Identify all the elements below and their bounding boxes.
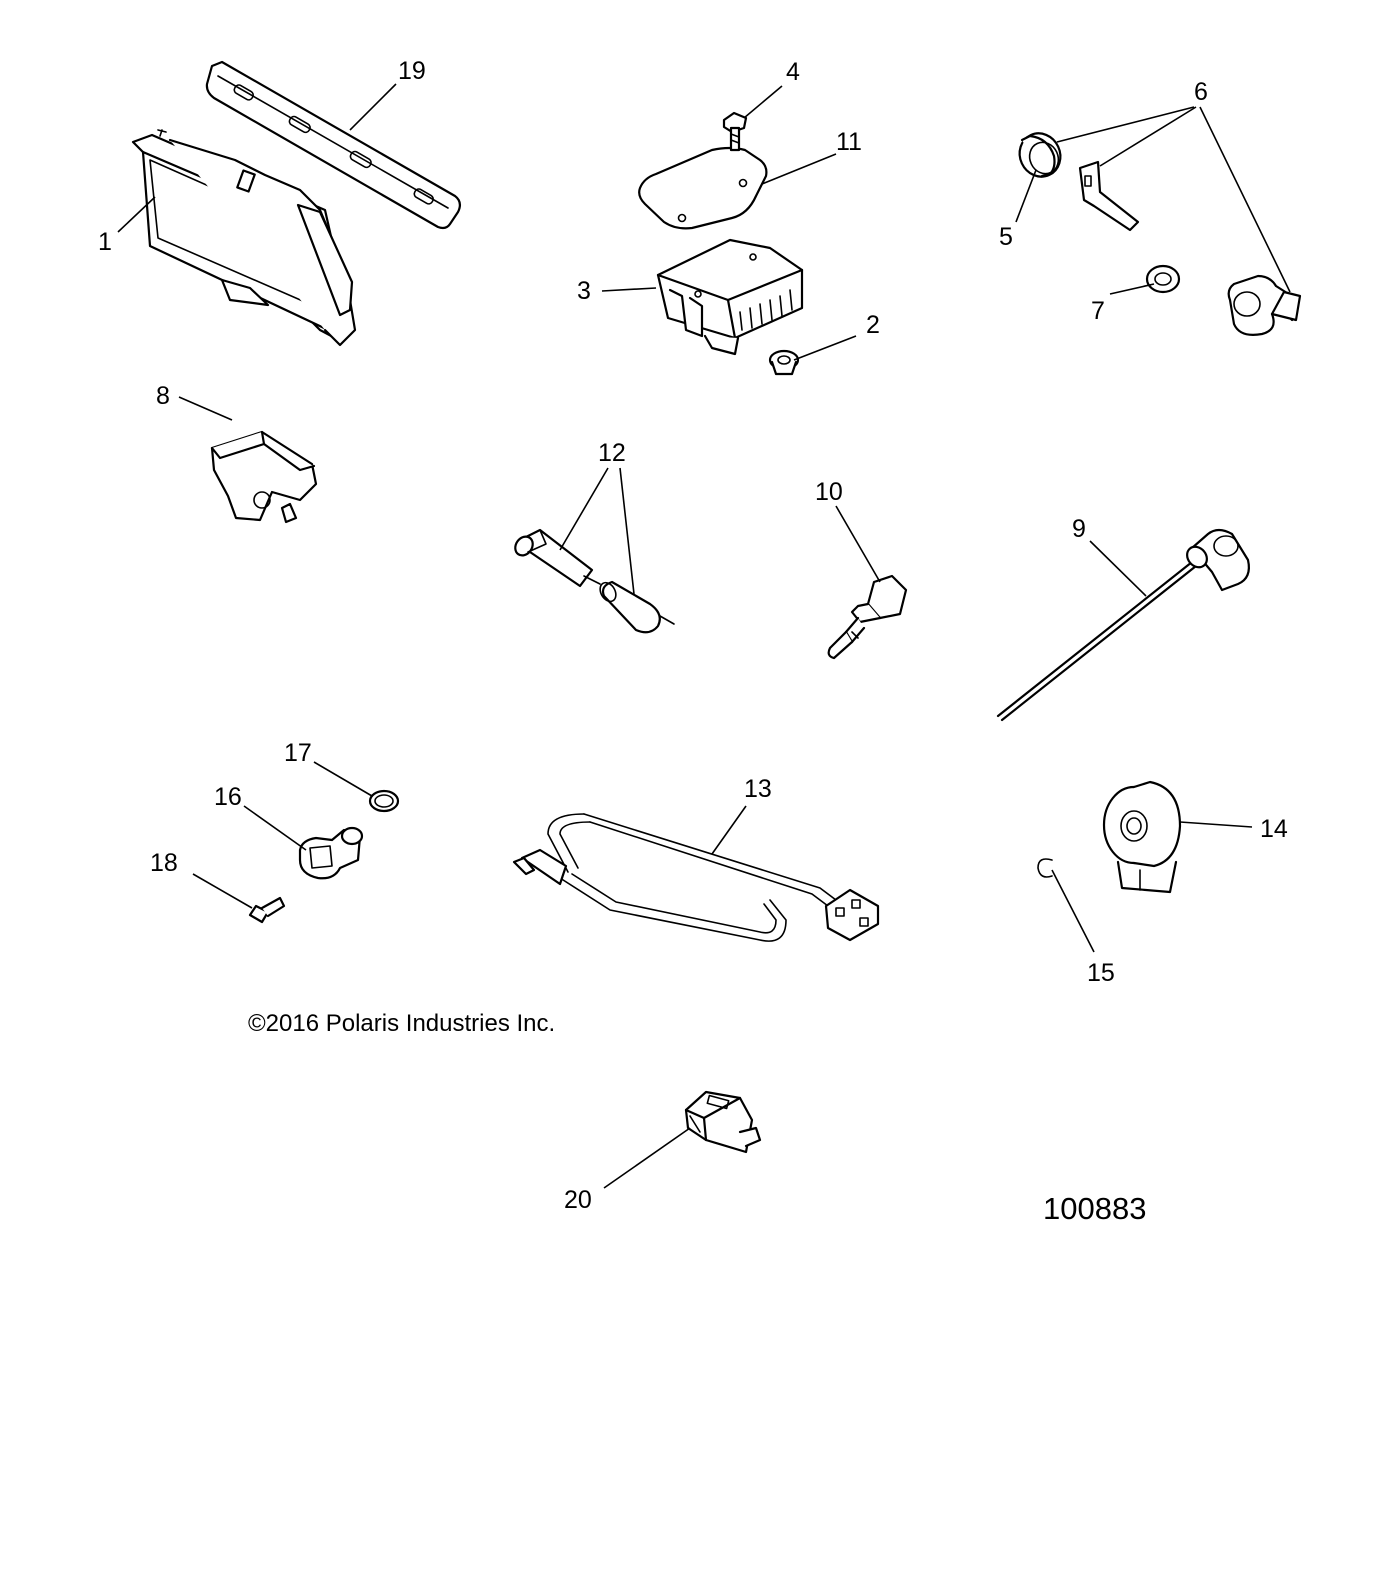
callout-13: 13 (744, 775, 772, 803)
callout-18: 18 (150, 849, 178, 877)
part-7-nut (1145, 264, 1181, 294)
leader-13 (711, 805, 747, 855)
part-3-regulator-box (656, 238, 804, 356)
callout-10: 10 (815, 478, 843, 506)
part-1-ecu (131, 129, 357, 347)
part-19-mounting-strap (205, 60, 462, 230)
callout-labels: 19 1 4 11 3 2 6 5 7 8 12 10 9 17 16 18 1… (98, 57, 1288, 1214)
part-8-map-sensor (210, 430, 318, 524)
callout-3: 3 (577, 277, 591, 305)
leader-lines (117, 83, 1291, 1189)
leader-11 (761, 153, 837, 185)
part-18-bolt (248, 896, 286, 924)
part-14-knock-sensor (1102, 780, 1182, 894)
part-17-o-ring (368, 789, 400, 813)
callout-19: 19 (398, 57, 426, 85)
leader-17 (313, 761, 373, 797)
leader-4 (743, 85, 783, 119)
copyright-notice: ©2016 Polaris Industries Inc. (248, 1010, 555, 1037)
leader-6b (1099, 106, 1197, 167)
leader-18 (192, 873, 253, 909)
part-12-sensor-pair (514, 528, 675, 634)
part-6-ignition-switch (1227, 274, 1302, 336)
callout-16: 16 (214, 783, 242, 811)
callout-20: 20 (564, 1186, 592, 1214)
leader-19 (349, 83, 397, 131)
callout-14: 14 (1260, 815, 1288, 843)
leader-2 (793, 335, 857, 361)
callout-2: 2 (866, 311, 880, 339)
leader-8 (178, 396, 233, 421)
leader-14 (1179, 821, 1253, 828)
callout-7: 7 (1091, 297, 1105, 325)
leader-6a (1056, 106, 1195, 143)
callout-15: 15 (1087, 959, 1115, 987)
leader-12b (619, 467, 635, 595)
leader-5 (1015, 169, 1037, 223)
part-20-rocker-switch (684, 1090, 762, 1154)
part-15-e-clip (1037, 858, 1053, 878)
leader-20 (603, 1127, 691, 1189)
leader-9 (1089, 540, 1147, 597)
callout-6: 6 (1194, 78, 1208, 106)
leader-15 (1051, 869, 1095, 953)
callout-8: 8 (156, 382, 170, 410)
part-9-speed-sensor (996, 528, 1250, 722)
leader-7 (1109, 283, 1155, 295)
callout-17: 17 (284, 739, 312, 767)
leader-3 (601, 287, 657, 292)
leader-1 (117, 196, 156, 233)
part-5-knob (1018, 132, 1062, 178)
part-2-grommet (768, 349, 800, 376)
leader-16 (243, 805, 307, 851)
callout-11: 11 (836, 128, 862, 156)
callout-1: 1 (98, 228, 112, 256)
part-10-temperature-sensor (827, 574, 908, 660)
leader-6c (1199, 106, 1291, 293)
part-13-wire-harness (512, 813, 880, 942)
leader-12a (559, 467, 609, 551)
callout-9: 9 (1072, 515, 1086, 543)
callout-12: 12 (598, 439, 626, 467)
callout-4: 4 (786, 58, 800, 86)
part-6-key (1078, 160, 1140, 232)
leader-10 (835, 505, 881, 583)
part-11-cover-plate (638, 146, 768, 230)
drawing-number: 100883 (1043, 1191, 1146, 1226)
callout-5: 5 (999, 223, 1013, 251)
part-4-screw (722, 111, 748, 152)
part-16-cam-sensor (298, 826, 364, 880)
